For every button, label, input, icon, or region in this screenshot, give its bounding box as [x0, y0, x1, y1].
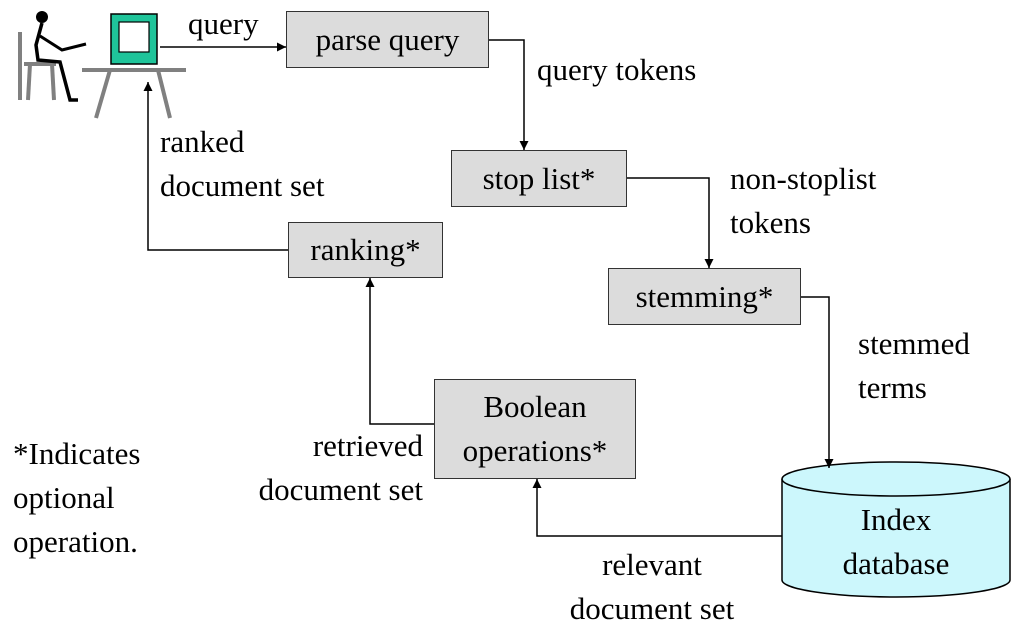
edge-label-query-tokens: query tokens — [537, 52, 697, 87]
node-index-database-line-2: database — [842, 546, 950, 581]
edge-label-relevant-document-set: relevant document set — [552, 543, 752, 631]
edge-label-retrieved-line-2: document set — [258, 472, 423, 507]
edge-label-stemmed-line-1: stemmed — [858, 326, 970, 361]
arrow-stoplist-to-stemming — [627, 177, 714, 268]
edge-label-non-stoplist-tokens: non-stoplist tokens — [730, 157, 876, 245]
edge-label-stemmed-line-2: terms — [858, 370, 927, 405]
node-boolean-line-1: Boolean — [483, 389, 587, 424]
node-stop-list: stop list* — [451, 150, 627, 207]
note-line-3: operation. — [13, 524, 138, 559]
arrow-parse-to-stoplist — [489, 39, 529, 150]
edge-label-relevant-line-1: relevant — [602, 547, 702, 582]
arrow-database-to-boolean — [532, 479, 782, 537]
node-index-database: Index database — [782, 498, 1010, 586]
edge-label-ranked-line-1: ranked — [160, 124, 245, 159]
node-index-database-line-1: Index — [860, 502, 932, 537]
note-line-1: *Indicates — [13, 436, 141, 471]
user-at-computer-icon — [18, 11, 186, 119]
optional-operation-note: *Indicates optional operation. — [13, 432, 140, 564]
arrow-stemming-to-database — [801, 296, 834, 468]
node-ranking: ranking* — [288, 222, 443, 278]
database-cylinder-icon — [781, 461, 1011, 598]
edge-label-relevant-line-2: document set — [569, 591, 735, 626]
arrow-ranking-to-user — [143, 82, 288, 251]
node-boolean-line-2: operations* — [462, 433, 608, 468]
node-stemming: stemming* — [608, 268, 801, 325]
edge-label-ranked-line-2: document set — [160, 168, 325, 203]
edge-label-retrieved-document-set: retrieved document set — [220, 424, 423, 512]
edge-label-non-stoplist-line-1: non-stoplist — [730, 161, 877, 196]
edge-label-stemmed-terms: stemmed terms — [858, 322, 970, 410]
node-parse-query: parse query — [286, 11, 489, 68]
edge-label-ranked-document-set: ranked document set — [160, 120, 324, 208]
edge-label-query: query — [188, 6, 259, 41]
note-line-2: optional — [13, 480, 115, 515]
edge-label-retrieved-line-1: retrieved — [312, 428, 423, 463]
edge-label-non-stoplist-line-2: tokens — [730, 205, 811, 240]
arrow-boolean-to-ranking — [365, 278, 434, 425]
node-boolean-operations: Boolean operations* — [434, 379, 636, 479]
